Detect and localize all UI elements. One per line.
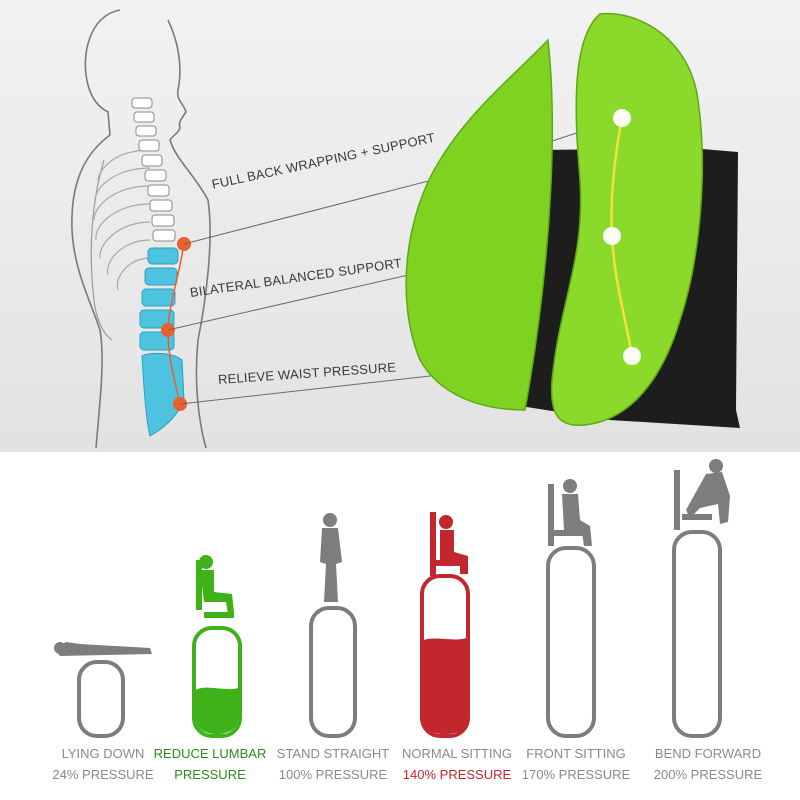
- posture-lying-down: [54, 642, 152, 738]
- caption-stand-straight: STAND STRAIGHT 100% PRESSURE: [272, 746, 394, 782]
- caption-pressure: 24% PRESSURE: [52, 767, 154, 782]
- cushion-support-points: [603, 109, 641, 365]
- fill-red: [424, 638, 466, 734]
- posture-stand-straight: [309, 513, 357, 738]
- caption-bend-forward: BEND FORWARD 200% PRESSURE: [644, 746, 772, 782]
- arm-outline: [90, 159, 113, 341]
- upper-spine: [131, 97, 176, 242]
- caption-label: STAND STRAIGHT: [276, 746, 390, 761]
- caption-label: NORMAL SITTING: [401, 746, 513, 761]
- posture-normal-sitting: [420, 512, 470, 738]
- caption-reduce-lumbar: REDUCE LUMBAR PRESSURE: [150, 746, 270, 782]
- posture-comparison: LYING DOWN 24% PRESSURE REDUCE LUMBAR PR…: [0, 452, 800, 800]
- cushion-left-wing: [405, 38, 554, 411]
- caption-label: LYING DOWN: [61, 746, 145, 761]
- caption-pressure: 100% PRESSURE: [278, 767, 388, 782]
- caption-front-sitting: FRONT SITTING 170% PRESSURE: [518, 746, 634, 782]
- posture-front-sitting: [546, 479, 596, 738]
- top-panel: FULL BACK WRAPPING + SUPPORT BILATERAL B…: [0, 0, 800, 452]
- caption-label: REDUCE LUMBAR: [153, 746, 267, 761]
- posture-figures: [54, 459, 730, 738]
- caption-label: FRONT SITTING: [526, 746, 626, 761]
- human-outline: [71, 9, 211, 449]
- caption-pressure: 200% PRESSURE: [653, 767, 763, 782]
- ribcage: [93, 149, 151, 291]
- caption-pressure: 140% PRESSURE: [402, 767, 512, 782]
- caption-lying-down: LYING DOWN 24% PRESSURE: [48, 746, 158, 782]
- posture-bend-forward: [672, 459, 730, 738]
- fill-green: [196, 687, 238, 734]
- caption-normal-sitting: NORMAL SITTING 140% PRESSURE: [396, 746, 518, 782]
- cushion-right-wing: [550, 12, 704, 426]
- top-illustration: [71, 9, 740, 449]
- posture-reduce-lumbar: [192, 555, 242, 738]
- caption-pressure: PRESSURE: [174, 767, 246, 782]
- caption-pressure: 170% PRESSURE: [521, 767, 631, 782]
- caption-label: BEND FORWARD: [654, 746, 762, 761]
